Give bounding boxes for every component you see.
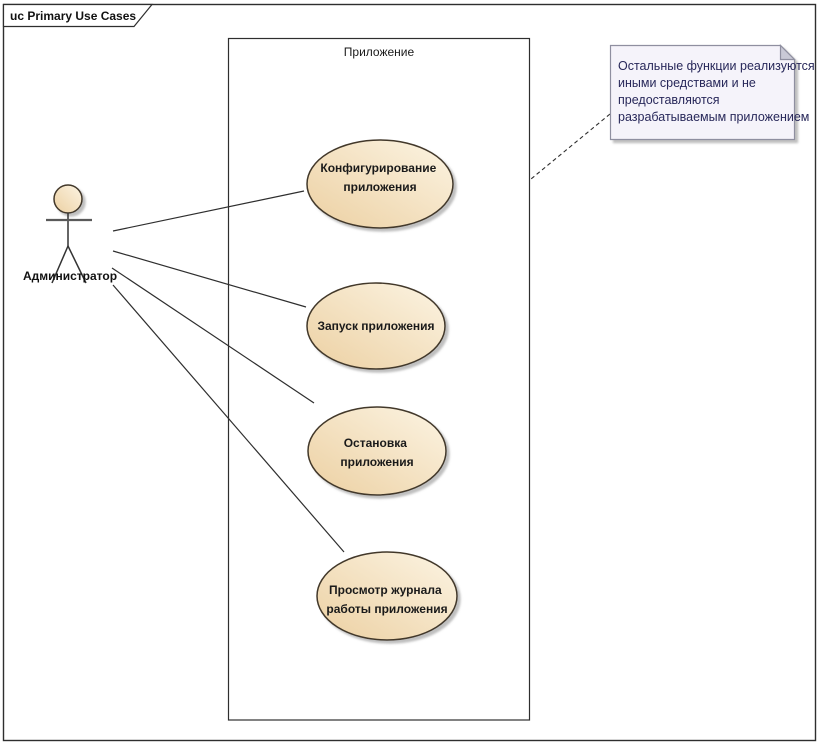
association-start bbox=[112, 250, 307, 308]
usecase-ellipse[interactable] bbox=[316, 551, 458, 641]
frame-label: uc Primary Use Cases bbox=[10, 9, 136, 23]
usecase-configure-application[interactable]: Конфигурирование приложения bbox=[306, 139, 454, 229]
actor-leg-right bbox=[67, 245, 87, 284]
actor-head bbox=[53, 184, 83, 214]
usecase-label-line: Остановка bbox=[344, 436, 408, 450]
system-boundary-label: Приложение bbox=[344, 45, 415, 59]
usecase-label-line: работы приложения bbox=[326, 602, 447, 616]
usecase-label-line: приложения bbox=[343, 180, 416, 194]
diagram-frame bbox=[2, 3, 817, 742]
association-stop bbox=[111, 267, 315, 404]
usecase-label-line: Запуск приложения bbox=[317, 319, 434, 333]
usecase-ellipse[interactable] bbox=[306, 282, 446, 370]
note-fold bbox=[779, 44, 796, 61]
usecase-ellipse[interactable] bbox=[306, 139, 454, 229]
usecase-label-line: Конфигурирование bbox=[320, 161, 436, 175]
note[interactable]: Остальные функции реализуются иными сред… bbox=[609, 44, 819, 141]
actor-administrator[interactable]: Администратор bbox=[23, 184, 117, 284]
usecase-label: Запуск приложения bbox=[317, 319, 434, 333]
frame-label-tab bbox=[2, 3, 154, 28]
actor-leg-left bbox=[51, 245, 69, 284]
association-viewlog bbox=[112, 284, 345, 553]
usecase-label: Просмотр журнала работы приложения bbox=[326, 583, 447, 616]
note-text-line: предоставляются bbox=[618, 93, 720, 107]
note-body[interactable] bbox=[609, 44, 796, 141]
usecase-ellipse[interactable] bbox=[307, 406, 447, 496]
usecase-view-application-log[interactable]: Просмотр журнала работы приложения bbox=[316, 551, 458, 641]
note-text-line: Остальные функции реализуются bbox=[618, 59, 815, 73]
usecase-label: Остановка приложения bbox=[340, 436, 413, 469]
association-configure bbox=[112, 190, 305, 232]
usecase-label-line: приложения bbox=[340, 455, 413, 469]
note-text-line: иными средствами и не bbox=[618, 76, 756, 90]
note-text: Остальные функции реализуются иными сред… bbox=[618, 59, 818, 124]
usecase-start-application[interactable]: Запуск приложения bbox=[306, 282, 446, 370]
note-connector bbox=[530, 113, 611, 180]
usecase-label-line: Просмотр журнала bbox=[329, 583, 442, 597]
usecase-label: Конфигурирование приложения bbox=[320, 161, 439, 194]
note-text-line: разрабатываемым приложением bbox=[618, 110, 809, 124]
actor-label: Администратор bbox=[23, 269, 117, 283]
usecase-stop-application[interactable]: Остановка приложения bbox=[307, 406, 447, 496]
